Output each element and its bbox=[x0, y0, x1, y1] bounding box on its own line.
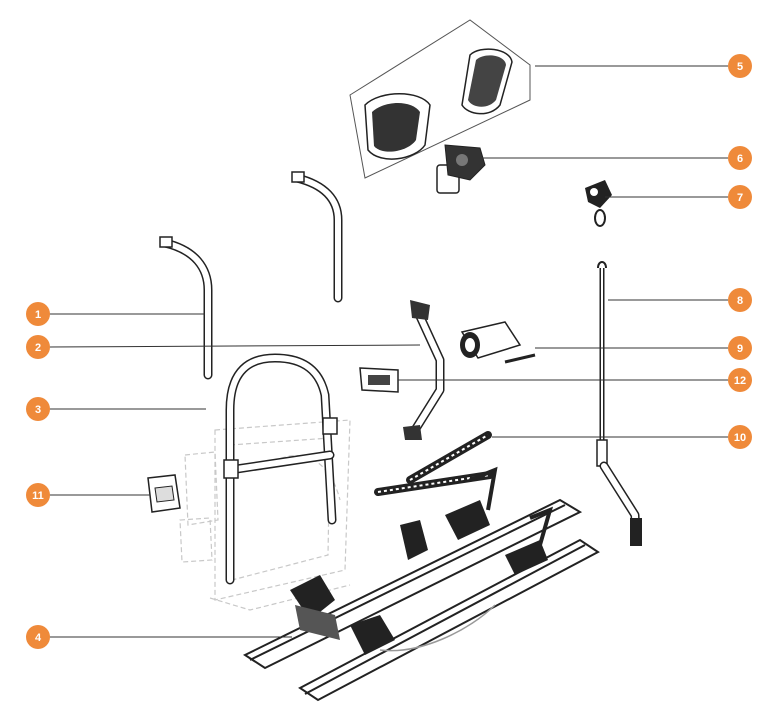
callout-10: 10 bbox=[728, 425, 752, 449]
part-8-rod bbox=[596, 261, 642, 546]
callout-6-label: 6 bbox=[737, 153, 743, 165]
callout-4: 4 bbox=[26, 625, 50, 649]
callout-2: 2 bbox=[26, 335, 50, 359]
callout-1: 1 bbox=[26, 302, 50, 326]
part-5-arm-pads-box bbox=[349, 19, 531, 179]
part-1-upper-tube bbox=[159, 236, 213, 380]
callout-10-label: 10 bbox=[734, 432, 746, 444]
bike-holder-b bbox=[350, 615, 395, 655]
bike-holder-d bbox=[505, 506, 554, 575]
callout-3: 3 bbox=[26, 397, 50, 421]
bike-holder-c bbox=[445, 466, 498, 540]
callout-12-label: 12 bbox=[734, 375, 746, 387]
part-7-lock bbox=[585, 180, 612, 227]
callout-7-label: 7 bbox=[737, 192, 743, 204]
part-upper-tube-b bbox=[291, 171, 343, 303]
callout-3-label: 3 bbox=[35, 404, 41, 416]
part-2-arm bbox=[403, 300, 445, 440]
bike-holder-a bbox=[290, 575, 340, 640]
ghost-mounting-frame bbox=[179, 419, 351, 611]
callout-5: 5 bbox=[728, 54, 752, 78]
part-9-strap bbox=[460, 321, 536, 364]
callout-7: 7 bbox=[728, 185, 752, 209]
callout-6: 6 bbox=[728, 146, 752, 170]
part-6-clamp bbox=[436, 144, 486, 194]
part-3-main-frame bbox=[223, 353, 338, 585]
part-11-bracket bbox=[147, 474, 181, 513]
part-4-rail-platform bbox=[242, 466, 600, 702]
part-10-belts bbox=[374, 431, 494, 496]
callout-8: 8 bbox=[728, 288, 752, 312]
part-12-bracket bbox=[359, 367, 399, 393]
callout-9: 9 bbox=[728, 336, 752, 360]
callout-4-label: 4 bbox=[35, 632, 42, 644]
callout-5-label: 5 bbox=[737, 61, 743, 73]
callout-11-label: 11 bbox=[32, 490, 44, 502]
callout-8-label: 8 bbox=[737, 295, 743, 307]
callout-1-label: 1 bbox=[35, 309, 41, 321]
callout-12: 12 bbox=[728, 368, 752, 392]
callout-2-label: 2 bbox=[35, 342, 41, 354]
callout-11: 11 bbox=[26, 483, 50, 507]
leader-lines bbox=[47, 65, 728, 638]
bike-holder-e bbox=[400, 520, 428, 560]
callout-9-label: 9 bbox=[737, 343, 743, 355]
